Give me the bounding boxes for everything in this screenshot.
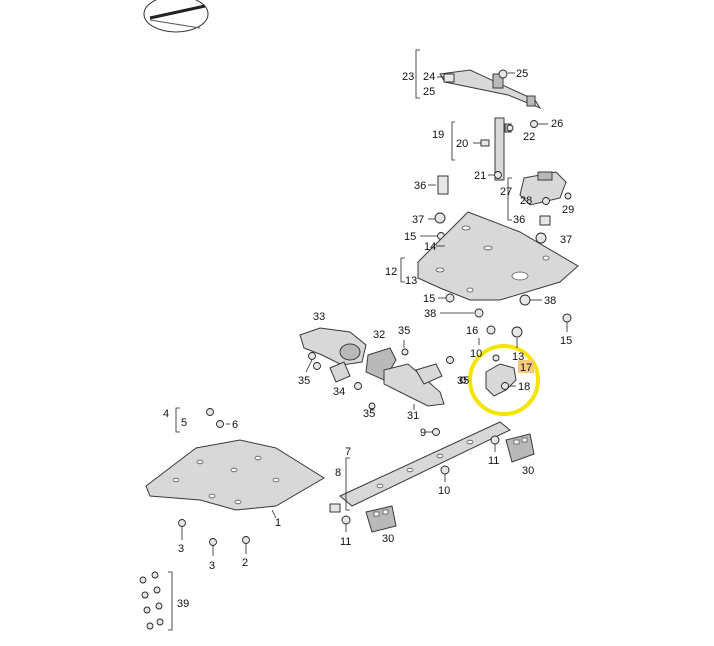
- bracket-34: [329, 361, 351, 383]
- fasteners-front: [178, 408, 250, 546]
- fasteners-mid: [445, 293, 572, 338]
- callout-33: 33: [313, 311, 325, 323]
- support-pad-right: [505, 433, 535, 463]
- callout-17-box: [518, 360, 534, 373]
- callout-35-a: 35: [398, 325, 410, 337]
- callout-37-b: 37: [560, 234, 572, 246]
- callout-30-a: 30: [522, 465, 534, 477]
- bracket-17: [485, 354, 517, 397]
- callout-36-a: 36: [414, 180, 426, 192]
- callout-30-b: 30: [382, 533, 394, 545]
- fasteners-middle: [308, 348, 467, 410]
- callout-35-d: 35: [457, 375, 469, 387]
- support-pad-left: [365, 505, 397, 533]
- callout-15-c: 15: [560, 335, 572, 347]
- bracket-31: [383, 363, 445, 407]
- bracket-small: [415, 363, 443, 385]
- callout-3-b: 3: [209, 560, 215, 572]
- callout-4: 4: [163, 408, 169, 420]
- leader-lines: [181, 72, 568, 556]
- callout-36-b: 36: [513, 214, 525, 226]
- callout-29: 29: [562, 204, 574, 216]
- highlight-circle: [468, 344, 540, 416]
- callout-27: 27: [500, 186, 512, 198]
- callout-23: 23: [402, 71, 414, 83]
- callout-14: 14: [424, 241, 436, 253]
- callout-24: 24: [423, 71, 435, 83]
- callout-11-b: 11: [340, 536, 351, 548]
- callout-18: 18: [518, 381, 530, 393]
- callout-1: 1: [275, 517, 281, 529]
- bolt-set: [139, 571, 164, 630]
- side-bracket-33: [299, 327, 367, 366]
- callout-7: 7: [345, 446, 351, 458]
- callout-2: 2: [242, 557, 248, 569]
- underbody-panel-rear: [417, 211, 579, 301]
- callout-38-a: 38: [424, 308, 436, 320]
- callout-17: 17: [520, 362, 532, 374]
- callout-35-b: 35: [298, 375, 310, 387]
- callout-13: 13: [405, 275, 417, 287]
- callout-31: 31: [407, 410, 419, 422]
- pencil-lens-icon: [143, 0, 209, 33]
- callout-12: 12: [385, 266, 397, 278]
- callout-16: 16: [466, 325, 478, 337]
- callout-25-b: 25: [516, 68, 528, 80]
- callout-25-a: 25: [423, 86, 435, 98]
- callout-37-a: 37: [412, 214, 424, 226]
- callout-9: 9: [420, 427, 426, 439]
- callout-32: 32: [373, 329, 385, 341]
- callout-39: 39: [177, 598, 189, 610]
- callout-10-b: 10: [438, 485, 450, 497]
- callout-11-a: 11: [488, 455, 499, 467]
- callouts: 23 24 25 25 22 26 19 20 21 27 28 29 36 3…: [163, 68, 574, 610]
- callout-26: 26: [551, 118, 563, 130]
- callout-28: 28: [520, 195, 532, 207]
- callout-19: 19: [432, 129, 444, 141]
- callout-35-c: 35: [363, 408, 375, 420]
- side-rail: [339, 421, 511, 507]
- callout-34: 34: [333, 386, 345, 398]
- bracket-upper: [519, 171, 567, 206]
- callout-3-a: 3: [178, 543, 184, 555]
- underbody-panel-front: [145, 439, 325, 511]
- callout-15-a: 15: [404, 231, 416, 243]
- group-brackets: [168, 49, 512, 631]
- callout-15-b: 15: [423, 293, 435, 305]
- callout-5: 5: [181, 417, 187, 429]
- callout-6: 6: [232, 419, 238, 431]
- callout-10-a: 10: [470, 348, 482, 360]
- callout-20: 20: [456, 138, 468, 150]
- callout-22: 22: [523, 131, 535, 143]
- callout-38-b: 38: [544, 295, 556, 307]
- callout-8: 8: [335, 467, 341, 479]
- callout-21: 21: [474, 170, 486, 182]
